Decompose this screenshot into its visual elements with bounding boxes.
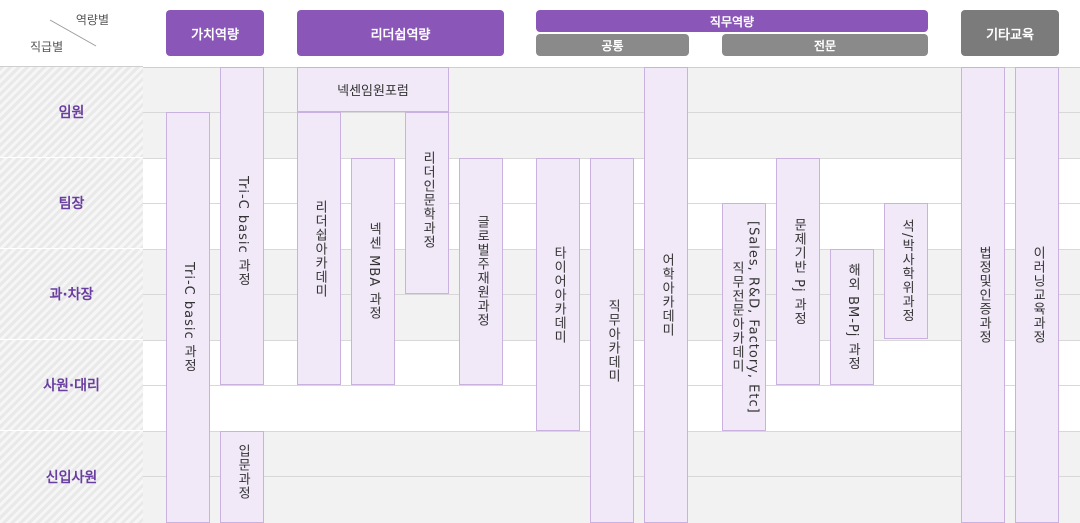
rank-new-hire: 신입사원	[0, 431, 143, 523]
rank-manager: 과·차장	[0, 249, 143, 340]
program-label: 문제기반 Pj 과정	[791, 217, 807, 326]
header-other-education: 기타교육	[961, 10, 1059, 56]
program-global-expat: 글로벌주재원과정	[459, 158, 503, 385]
program-job-expert-academy: 직무전문아카데미 [Sales, R&D, Factory, Etc]	[722, 203, 766, 431]
program-label: 넥센 MBA 과정	[366, 222, 382, 321]
program-label: 입문과정	[235, 444, 251, 500]
rank-staff: 사원·대리	[0, 340, 143, 431]
header-job-common: 공통	[536, 34, 689, 56]
program-nexen-executive-forum: 넥센임원포럼	[297, 67, 449, 112]
program-label: 해외 BM-Pj 과정	[845, 263, 861, 371]
program-label: 글로벌주재원과정	[474, 215, 490, 327]
program-tire-academy: 타이어아카데미	[536, 158, 580, 431]
program-label: 리더인문학과정	[420, 151, 436, 249]
corner-diagonal	[49, 19, 97, 47]
program-label: Tri-C basic 과정	[181, 262, 197, 373]
corner-rank-label: 직급별	[30, 40, 64, 54]
rank-executive: 임원	[0, 67, 143, 158]
header-job-expert: 전문	[722, 34, 928, 56]
program-intro-course: 입문과정	[220, 431, 264, 523]
program-label: 법정및인증과정	[976, 246, 992, 344]
program-label: 이러닝교육과정	[1030, 246, 1046, 344]
program-label: 직무아카데미	[605, 298, 621, 383]
header-value-competency: 가치역량	[166, 10, 264, 56]
program-sublabel: [Sales, R&D, Factory, Etc]	[745, 220, 761, 414]
corner-cell: 역량별 직급별	[0, 0, 143, 67]
program-label: 석/박사학위과정	[899, 219, 915, 323]
program-leader-humanities: 리더인문학과정	[405, 112, 449, 294]
program-label: 직무전문아카데미	[729, 261, 744, 373]
header-leadership-competency: 리더쉽역량	[297, 10, 504, 56]
program-masters-phd: 석/박사학위과정	[884, 203, 928, 339]
program-overseas-bm-pj: 해외 BM-Pj 과정	[830, 249, 874, 385]
program-label: 어학아카데미	[659, 253, 675, 337]
program-job-academy: 직무아카데미	[590, 158, 634, 523]
program-problem-based-pj: 문제기반 Pj 과정	[776, 158, 820, 385]
rank-team-leader: 팀장	[0, 158, 143, 249]
program-nexen-mba: 넥센 MBA 과정	[351, 158, 395, 385]
program-label: 리더쉽아카데미	[312, 199, 328, 298]
program-label: 타이어아카데미	[551, 245, 567, 344]
corner-competency-label: 역량별	[75, 13, 109, 27]
program-language-academy: 어학아카데미	[644, 67, 688, 523]
program-tric-basic-upper: Tri-C basic 과정	[220, 67, 264, 385]
program-label: 넥센임원포럼	[337, 84, 409, 99]
program-elearning: 이러닝교육과정	[1015, 67, 1059, 523]
program-label: Tri-C basic 과정	[235, 176, 251, 287]
divider	[143, 67, 1080, 68]
header-job-competency: 직무역량	[536, 10, 928, 32]
program-leadership-academy: 리더쉽아카데미	[297, 112, 341, 385]
program-legal-certification: 법정및인증과정	[961, 67, 1005, 523]
divider	[143, 112, 1080, 113]
program-tric-basic-long: Tri-C basic 과정	[166, 112, 210, 523]
